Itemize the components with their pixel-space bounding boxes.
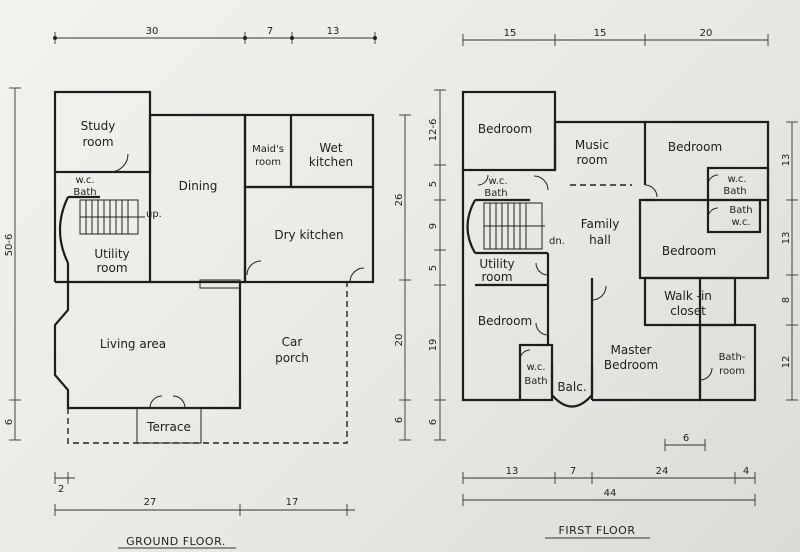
ff-balcony-label: Balc. [557,380,586,394]
gf-wc-label: w.c. [75,175,94,186]
ff-dim-bottom-13: 13 [506,466,519,477]
gf-walls [53,90,375,444]
ff-dim-bottom-4: 4 [743,466,749,477]
ff-left-dimensions: 12-6 5 9 5 19 6 [428,89,446,441]
gf-staircase [79,199,145,235]
ff-bath-right-label: Bath [723,186,746,197]
ff-bedroom-tr-label: Bedroom [668,140,722,154]
ff-utility-label-2: room [481,270,512,284]
gf-dim-right-26: 26 [394,194,405,207]
ff-dim-right-13b: 13 [781,232,792,245]
ff-dim-left-19: 19 [428,339,439,352]
gf-study-label-1: Study [81,119,116,133]
gf-wet-label-1: Wet [319,141,343,155]
first-floor-plan: 15 15 20 12-6 5 9 5 19 6 [428,28,798,539]
ff-bottom-dimensions: 6 13 7 24 4 44 [462,433,756,506]
ff-staircase [483,202,545,250]
ff-wc-left-label: w.c. [488,176,507,187]
ground-floor-plan: 30 7 13 50-6 6 26 20 6 [4,26,411,549]
gf-right-dimensions: 26 20 6 [394,114,411,441]
gf-dim-top-2: 7 [267,26,273,37]
ff-bath-left-label: Bath [484,188,507,199]
gf-utility-label-2: room [96,261,127,275]
ff-dim-bottom-7: 7 [570,466,576,477]
gf-bath-label: Bath [73,187,96,198]
gf-up-label: up. [146,209,162,220]
gf-dim-top-1: 30 [146,26,159,37]
ff-right-dimensions: 13 13 8 12 [781,121,798,401]
ff-dim-six: 6 [683,433,689,444]
ff-wcbath-bath-label: Bath [524,376,547,387]
ff-walls [461,90,770,408]
ff-dim-right-13a: 13 [781,154,792,167]
gf-utility-label-1: Utility [94,247,129,261]
gf-dining-label: Dining [179,179,218,193]
ff-dim-top-3: 20 [700,28,713,39]
ff-wcbath-wc-label: w.c. [526,362,545,373]
gf-top-dimensions: 30 7 13 [53,26,377,44]
gf-dim-left-total: 50-6 [4,234,15,257]
gf-study-label-2: room [82,135,113,149]
ff-dim-total: 44 [604,488,617,499]
ff-wc-wc2-label: w.c. [731,217,750,228]
ff-dim-top-1: 15 [504,28,517,39]
gf-dim-right-20: 20 [394,334,405,347]
ff-music-label-2: room [576,153,607,167]
gf-maids-label-2: room [255,157,281,168]
ff-family-label-2: hall [589,233,611,247]
gf-dim-left-6: 6 [4,419,15,425]
ff-title: FIRST FLOOR [559,524,636,537]
gf-wet-label-2: kitchen [309,155,353,169]
gf-maids-label-1: Maid's [252,144,284,155]
ff-room-labels: Bedroom Music room Bedroom w.c. Bath w.c… [478,122,753,394]
ff-walkin-label-1: Walk -in [664,289,712,303]
ff-dim-right-12: 12 [781,356,792,369]
ff-dim-left-5a: 5 [428,181,439,187]
gf-terrace-label: Terrace [146,420,191,434]
ff-bathroom-label-1: Bath- [719,352,746,363]
ff-walkin-label-2: closet [670,304,706,318]
gf-dim-top-3: 13 [327,26,340,37]
ff-dim-right-8: 8 [781,297,792,303]
ff-master-label-2: Bedroom [604,358,658,372]
gf-carporch-label-1: Car [282,335,303,349]
ff-dim-left-5b: 5 [428,265,439,271]
gf-dim-bottom-17: 17 [286,497,299,508]
ff-wc-right-label: w.c. [727,174,746,185]
gf-dim-right-6: 6 [394,417,405,423]
ff-dn-label: dn. [549,236,565,247]
gf-dim-small: 2 [58,484,64,495]
gf-living-label: Living area [100,337,166,351]
ff-utility-label-1: Utility [479,257,514,271]
ff-dim-bottom-24: 24 [656,466,669,477]
gf-left-dimensions: 50-6 6 [4,87,21,441]
ff-bathroom-label-2: room [719,366,745,377]
ff-family-label-1: Family [581,217,620,231]
gf-dim-bottom-27: 27 [144,497,157,508]
gf-carporch-label-2: porch [275,351,309,365]
ff-bedroom-tl-label: Bedroom [478,122,532,136]
gf-bottom-dimensions: 2 27 17 [54,472,355,516]
ff-top-dimensions: 15 15 20 [462,28,769,46]
ff-dim-left-12-6: 12-6 [428,119,439,142]
gf-title: GROUND FLOOR. [126,535,226,548]
ff-master-label-1: Master [611,343,652,357]
ff-bath-wc2-label: Bath [729,205,752,216]
ff-music-label-1: Music [575,138,609,152]
ff-dim-left-9: 9 [428,223,439,229]
ff-dim-left-6: 6 [428,419,439,425]
ff-bedroom-mr-label: Bedroom [662,244,716,258]
ff-dim-top-2: 15 [594,28,607,39]
gf-room-labels: Study room Dining Maid's room Wet kitche… [73,119,353,434]
gf-dry-kitchen-label: Dry kitchen [274,228,343,242]
ff-bedroom-ml-label: Bedroom [478,314,532,328]
